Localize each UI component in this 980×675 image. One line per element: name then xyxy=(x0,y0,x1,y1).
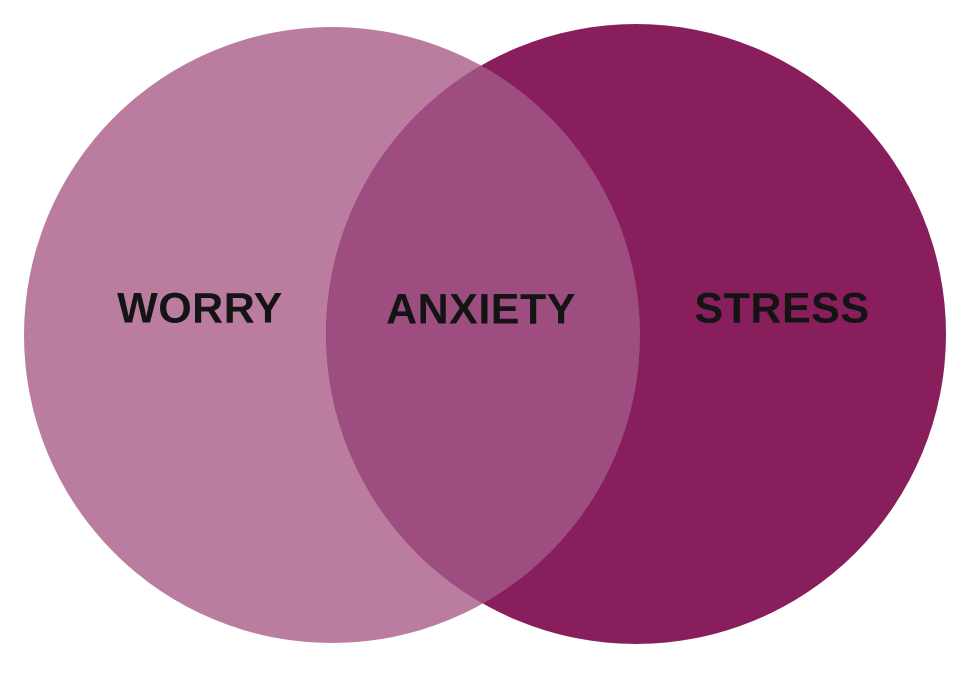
anxiety-label: ANXIETY xyxy=(386,285,576,334)
stress-label: STRESS xyxy=(694,284,870,333)
anxiety-overlap-region xyxy=(326,27,640,643)
worry-label: WORRY xyxy=(117,284,283,333)
